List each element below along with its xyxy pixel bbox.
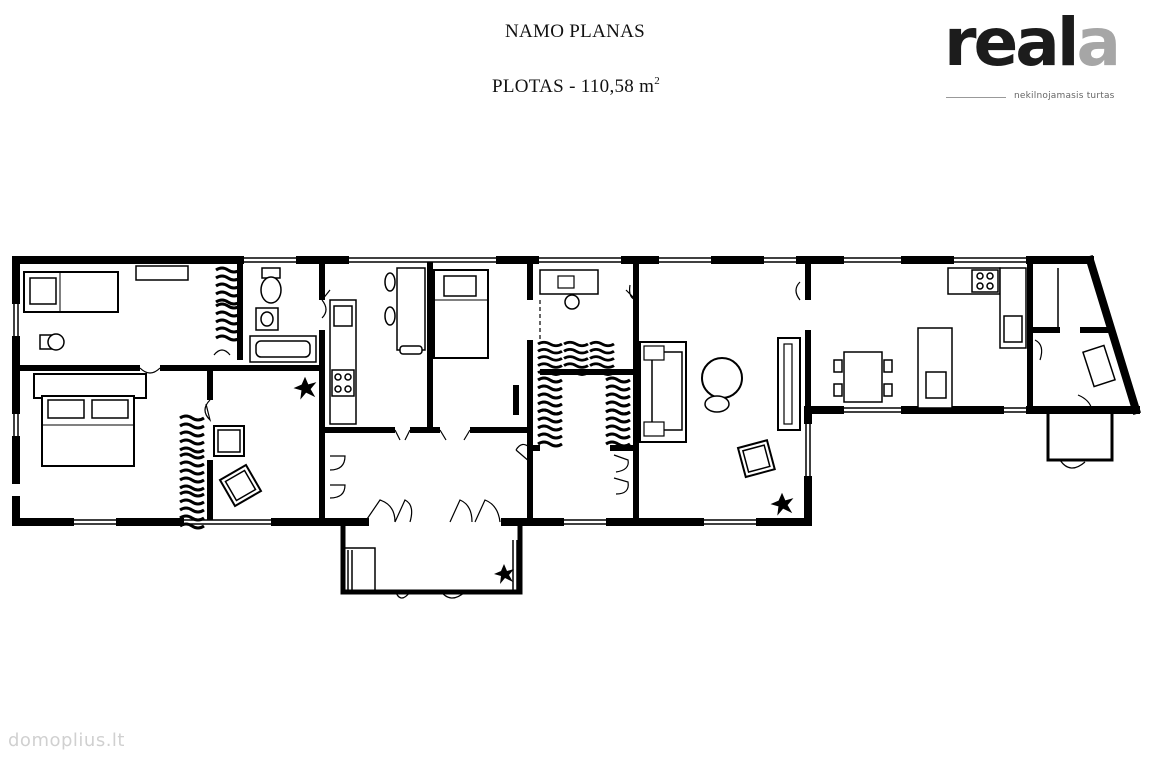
logo-divider (946, 97, 1006, 98)
armchair-icon (737, 439, 776, 478)
plan-area: PLOTAS - 110,58 m2 (491, 75, 661, 97)
logo-tagline: nekilnojamasis turtas (1014, 91, 1115, 101)
storage-right (1057, 268, 1116, 388)
headboard-icon (33, 373, 147, 399)
door-icons (139, 281, 1093, 523)
plant-icon (294, 377, 316, 399)
living-room (639, 337, 801, 515)
watermark: domoplius.lt (8, 730, 125, 751)
plant-icon (771, 493, 793, 515)
coffee-table-icon (701, 357, 743, 399)
porch (340, 524, 523, 599)
logo-wordmark: reala (944, 4, 1121, 81)
hall-left (213, 377, 316, 507)
stove-icon (331, 369, 355, 397)
sink-icon (1003, 315, 1023, 343)
dining-table-icon (843, 351, 883, 403)
dresser-icon (135, 265, 189, 281)
windows (13, 257, 1030, 525)
armchair-icon (219, 464, 262, 507)
bedroom-top-left (23, 265, 242, 356)
bedroom-bottom-left (33, 373, 206, 530)
kitchen-right (833, 267, 1027, 409)
sink-icon (333, 305, 353, 327)
bathroom (249, 267, 317, 363)
exterior-walls (12, 255, 1141, 526)
office-room (536, 269, 632, 448)
armchair-icon (1082, 344, 1116, 388)
reala-logo: reala nekilnojamasis turtas (944, 10, 1122, 106)
bedroom-middle (433, 269, 489, 359)
plant-icon (494, 564, 514, 584)
plan-title: NAMO PLANAS (504, 21, 645, 42)
armchair-icon (213, 425, 245, 457)
dining-table-icon (396, 267, 426, 351)
kitchen-left (329, 267, 426, 425)
vestibule (1046, 412, 1114, 469)
